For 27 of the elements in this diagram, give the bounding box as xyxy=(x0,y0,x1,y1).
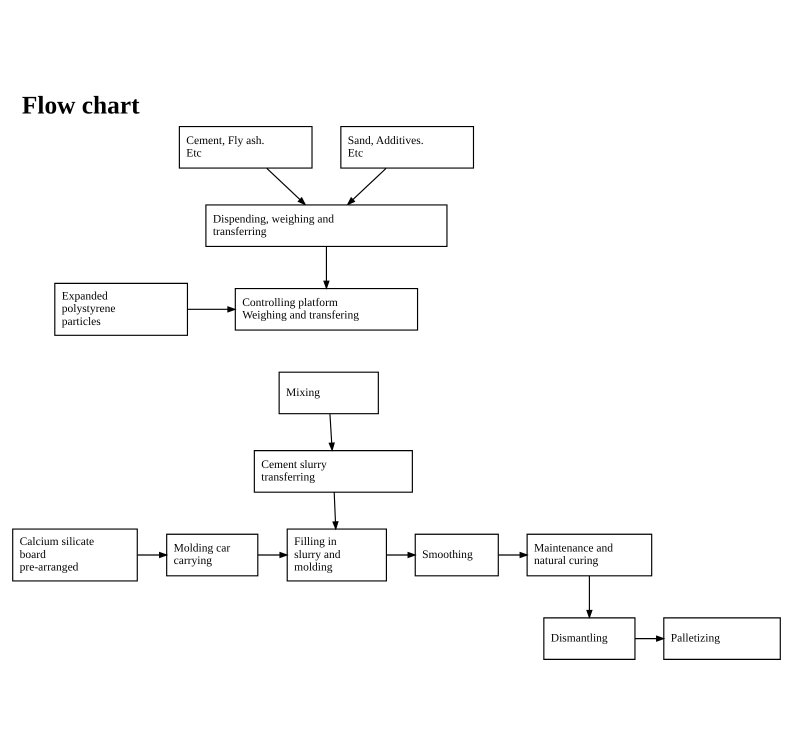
node-box: Cement, Fly ash. Etc xyxy=(178,125,313,168)
node-box: Calcium silicate board pre-arranged xyxy=(12,528,138,582)
diagram-title: Flow chart xyxy=(22,90,140,119)
node-box: Smoothing xyxy=(414,533,499,576)
arrow xyxy=(586,575,593,619)
node-box: Palletizing xyxy=(663,616,781,660)
arrow xyxy=(386,551,417,558)
arrow xyxy=(328,414,335,452)
node-box: Mixing xyxy=(278,371,379,414)
node-box: Sand, Additives. Etc xyxy=(340,125,474,168)
node-box: Controlling platform Weighing and transfering xyxy=(234,288,418,330)
node-box: Maintenance and natural curing xyxy=(526,533,652,576)
arrow xyxy=(498,551,529,558)
node-box: Molding car carrying xyxy=(166,533,258,576)
arrow xyxy=(323,246,330,290)
arrow xyxy=(266,168,306,206)
node-box: Expanded polystyrene particles xyxy=(54,282,188,336)
arrow xyxy=(346,168,386,206)
arrow xyxy=(188,306,237,312)
arrow xyxy=(635,634,666,642)
arrow xyxy=(138,551,168,558)
arrow xyxy=(258,551,289,558)
node-box: Filling in slurry and molding xyxy=(286,528,387,582)
node-box: Dispending, weighing and transferring xyxy=(205,204,448,247)
node-box: Dismantling xyxy=(543,616,636,660)
arrow xyxy=(332,492,339,530)
node-box: Cement slurry transferring xyxy=(254,450,413,492)
